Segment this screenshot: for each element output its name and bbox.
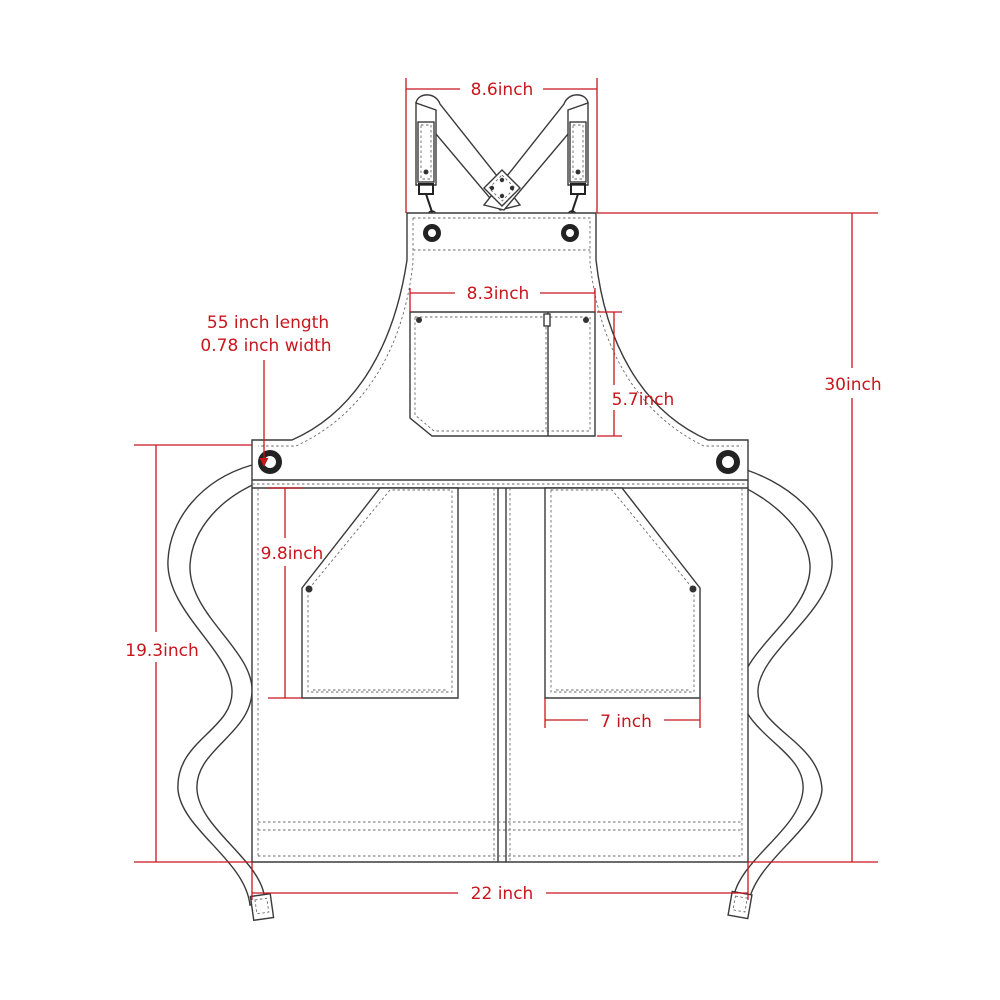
grommet-icon [258, 450, 282, 474]
dim-side-pocket-height: 9.8inch [261, 487, 324, 699]
dim-total-length: 30inch [597, 212, 882, 863]
neck-width-label: 8.6inch [471, 80, 534, 100]
dim-bottom-width: 22 inch [251, 862, 749, 904]
dim-side-pocket-width: 7 inch [544, 698, 701, 732]
dim-body-length: 19.3inch [125, 444, 252, 863]
dim-neck-width: 8.6inch [405, 78, 598, 213]
grommet-icon [716, 450, 740, 474]
rivet-icon [416, 317, 422, 323]
waist-tie-left [167, 464, 275, 922]
chest-pocket-height-label: 5.7inch [612, 390, 675, 410]
dim-chest-pocket-height: 5.7inch [597, 311, 675, 437]
dim-waist-strap: 55 inch length 0.78 inch width [200, 313, 332, 467]
chest-pocket-width-label: 8.3inch [467, 284, 530, 304]
waist-strap-length-label: 55 inch length [207, 313, 329, 333]
bottom-width-label: 22 inch [471, 884, 534, 904]
waist-tie-right [720, 464, 833, 920]
apron-body [251, 212, 749, 863]
grommet-icon [561, 224, 579, 242]
grommet-icon [423, 224, 441, 242]
side-pocket-height-label: 9.8inch [261, 544, 324, 564]
dim-chest-pocket-width: 8.3inch [409, 284, 596, 312]
rivet-icon [689, 585, 697, 593]
rivet-icon [423, 169, 429, 175]
rivet-icon [305, 585, 313, 593]
side-pocket-width-label: 7 inch [600, 712, 652, 732]
total-length-label: 30inch [824, 375, 881, 395]
right-side-pocket [544, 487, 701, 699]
rivet-icon [583, 317, 589, 323]
chest-pocket [409, 311, 596, 437]
neck-straps [415, 94, 589, 211]
waist-strap-width-label: 0.78 inch width [200, 336, 331, 356]
left-side-pocket [301, 487, 459, 699]
body-length-label: 19.3inch [125, 641, 198, 661]
rivet-icon [575, 169, 581, 175]
